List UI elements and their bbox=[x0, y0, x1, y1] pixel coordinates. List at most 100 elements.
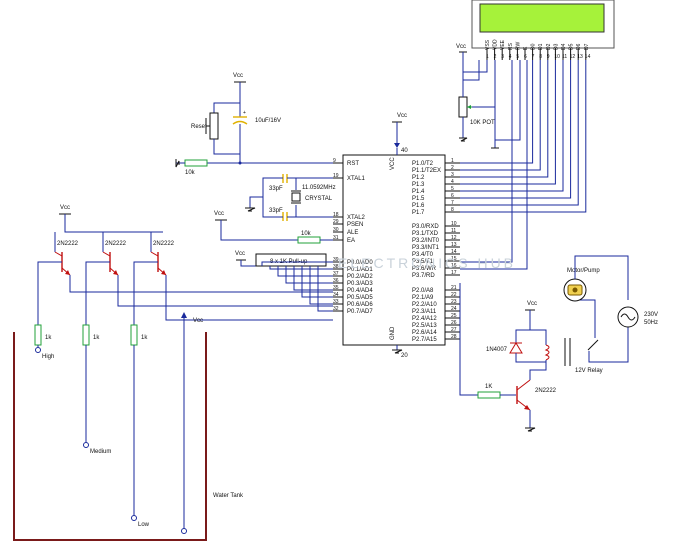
ea-resistor bbox=[297, 236, 321, 244]
mcu-right-pin-number: 6 bbox=[451, 193, 454, 199]
mcu-left-pin-number: 36 bbox=[333, 278, 339, 284]
lcd-pin-name: RS bbox=[508, 42, 514, 50]
lcd-pin-group: VSS1VDD2VEE3RS4RW5E6D07D18D29D310D411D51… bbox=[485, 39, 591, 60]
mcu-left-pin-name: ALE bbox=[347, 230, 358, 236]
mcu-right-pin-name: P3.4/T0 bbox=[412, 252, 434, 258]
mcu-left-pin-number: 19 bbox=[333, 173, 339, 179]
watermark-text: ELECTRONICS HUB bbox=[338, 255, 516, 271]
crystal bbox=[291, 192, 301, 202]
mcu-left-pin-number: 38 bbox=[333, 264, 339, 270]
mcu-left-pin-name: XTAL1 bbox=[347, 176, 366, 182]
relay-base-resistor bbox=[477, 391, 501, 399]
reset-circuit: Vcc Reset + 10uF/16V 10k bbox=[175, 73, 333, 176]
pullup-line bbox=[293, 266, 333, 291]
pullup-bus bbox=[261, 261, 333, 312]
mcu-left-pin-number: 39 bbox=[333, 257, 339, 263]
lcd-pin-number: 10 bbox=[554, 54, 560, 60]
mcu-right-pin-name: P2.4/A12 bbox=[412, 316, 437, 322]
mcu-vcc-pin: VCC bbox=[390, 157, 396, 170]
mcu-right-pins: 1P1.0/T22P1.1/T2EX3P1.24P1.35P1.46P1.57P… bbox=[412, 158, 460, 343]
lcd-pin-number: 8 bbox=[539, 54, 542, 60]
lcd-vcc-label: Vcc bbox=[456, 44, 466, 50]
ea-resistor-label: 10k bbox=[301, 231, 312, 237]
lcd-pin-number: 1 bbox=[486, 54, 489, 60]
reset-vcc-label: Vcc bbox=[233, 73, 243, 79]
watermark: ELECTRONICS HUB bbox=[338, 255, 516, 271]
sensor-resistor bbox=[34, 324, 42, 346]
lcd-pin-number: 12 bbox=[570, 54, 576, 60]
lcd-data-line bbox=[460, 60, 549, 178]
sensor-probe bbox=[83, 442, 89, 448]
mcu-right-pin-name: P3.6/WR bbox=[412, 266, 437, 272]
mcu-right-pin-number: 7 bbox=[451, 200, 454, 206]
reset-label: Reset bbox=[191, 124, 207, 130]
mcu-right-pin-name: P1.1/T2EX bbox=[412, 168, 441, 174]
mcu-right-pin-name: P2.6/A14 bbox=[412, 330, 437, 336]
pullup-line bbox=[277, 266, 333, 277]
mcu-left-pin-name: P0.6/AD6 bbox=[347, 302, 373, 308]
mcu-right-pin-number: 8 bbox=[451, 207, 454, 213]
lcd-pin-name: D3 bbox=[553, 43, 559, 50]
mcu-right-pin-number: 26 bbox=[451, 320, 457, 326]
mcu-right-pin-name: P3.3/INT1 bbox=[412, 245, 440, 251]
mcu-right-pin-number: 5 bbox=[451, 186, 454, 192]
lcd-pin-number: 7 bbox=[532, 54, 535, 60]
lcd-pin-name: D0 bbox=[531, 43, 537, 50]
mcu-left-pin-number: 33 bbox=[333, 299, 339, 305]
sensor-resistor bbox=[82, 324, 90, 346]
crystal-freq-label: 11.0592MHz bbox=[302, 185, 336, 191]
mcu-right-pin-number: 17 bbox=[451, 270, 457, 276]
lcd-data-line bbox=[460, 60, 564, 192]
sensor-probe bbox=[35, 347, 41, 353]
lcd-pin-name: D7 bbox=[584, 43, 590, 50]
mcu-right-pin-number: 15 bbox=[451, 256, 457, 262]
crystal-cap1-label: 33pF bbox=[269, 186, 283, 192]
mcu-right-pin-number: 3 bbox=[451, 172, 454, 178]
mcu-left-pin-name: P0.3/AD3 bbox=[347, 281, 373, 287]
mcu-right-pin-name: P1.2 bbox=[412, 175, 425, 181]
mcu-gnd-pin: GND bbox=[390, 326, 396, 340]
lcd-pin-number: 5 bbox=[516, 54, 519, 60]
sensor-vcc-label: Vcc bbox=[60, 205, 70, 211]
lcd-pin-name: D4 bbox=[561, 43, 567, 50]
mcu-right-pin-number: 23 bbox=[451, 299, 457, 305]
mcu-right-pin-name: P3.5/T1 bbox=[412, 259, 434, 265]
lcd-pin-number: 11 bbox=[562, 54, 567, 60]
mcu-left-pin-name: XTAL2 bbox=[347, 215, 366, 221]
lcd-pin-name: E bbox=[523, 46, 529, 50]
lcd-data-bus bbox=[460, 60, 587, 213]
mcu-right-pin-name: P2.5/A13 bbox=[412, 323, 437, 329]
lcd-pin-name: VEE bbox=[500, 39, 506, 50]
mcu-left-pin-number: 37 bbox=[333, 271, 339, 277]
lcd-pin-number: 4 bbox=[509, 54, 512, 60]
crystal-circuit: 33pF 33pF 11.0592MHz CRYSTAL bbox=[245, 174, 336, 221]
mcu-right-pin-number: 27 bbox=[451, 327, 457, 333]
reset-resistor bbox=[184, 159, 208, 167]
lcd-pin-name: VDD bbox=[493, 39, 499, 50]
relay-resistor-label: 1K bbox=[485, 384, 492, 390]
mcu-vcc-pin-no: 40 bbox=[401, 148, 408, 154]
mcu-right-pin-number: 4 bbox=[451, 179, 454, 185]
relay-section: Vcc 1N4007 12V Relay Motor/Pump 230V 50H… bbox=[459, 255, 658, 432]
lcd-data-line bbox=[460, 60, 556, 185]
sensor-transistor-label: 2N2222 bbox=[153, 241, 175, 247]
mcu-left-pin-name: P0.1/AD1 bbox=[347, 267, 373, 273]
sensor-stage: Vcc bbox=[59, 205, 163, 233]
mcu-right-pin-number: 25 bbox=[451, 313, 457, 319]
sensor-level-label: High bbox=[42, 354, 54, 360]
crystal-cap2-label: 33pF bbox=[269, 208, 283, 214]
diode-label: 1N4007 bbox=[486, 347, 508, 353]
reset-switch bbox=[209, 112, 219, 140]
contrast-pot bbox=[458, 96, 468, 118]
reset-cap-label: 10uF/16V bbox=[255, 118, 281, 124]
lcd-pin-name: VSS bbox=[485, 39, 491, 50]
mcu-right-pin-name: P1.0/T2 bbox=[412, 161, 434, 167]
mcu-right-pin-name: P2.3/A11 bbox=[412, 309, 437, 315]
lcd-pin-number: 2 bbox=[494, 54, 497, 60]
lcd-pin-name: D5 bbox=[569, 43, 575, 50]
microcontroller: Vcc 40 VCC 20 GND bbox=[342, 113, 446, 359]
